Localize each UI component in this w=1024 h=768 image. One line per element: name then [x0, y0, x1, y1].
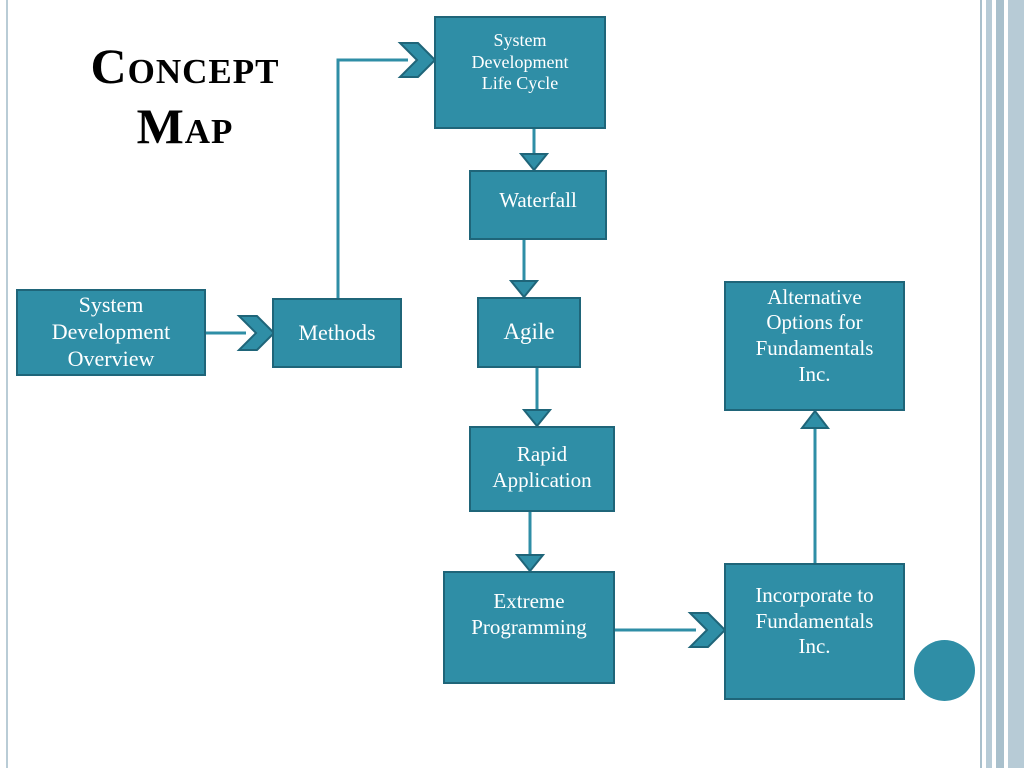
node-methods-label: Methods	[298, 319, 376, 345]
title-line-1: Concept	[90, 38, 280, 94]
arrowhead-rapid	[521, 409, 553, 428]
node-waterfall-label: Waterfall	[499, 188, 577, 213]
page-title: Concept Map	[40, 36, 330, 156]
node-sdlc: System Development Life Cycle	[434, 16, 606, 129]
node-methods: Methods	[272, 298, 402, 368]
node-incorporate: Incorporate to Fundamentals Inc.	[724, 563, 905, 700]
connector-methods-sdlc	[336, 58, 408, 298]
right-border-stripes	[978, 0, 1024, 768]
node-overview-label: System Development Overview	[51, 292, 171, 371]
arrowhead-extreme	[514, 554, 546, 573]
title-line-2: Map	[136, 98, 234, 154]
node-sdlc-label: System Development Life Cycle	[471, 29, 569, 94]
node-agile-label: Agile	[503, 319, 555, 345]
node-alternative: Alternative Options for Fundamentals Inc…	[724, 281, 905, 411]
node-rapid-label: Rapid Application	[492, 442, 592, 492]
node-rapid: Rapid Application	[469, 426, 615, 512]
left-border-stripe	[0, 0, 12, 768]
node-alternative-label: Alternative Options for Fundamentals Inc…	[755, 284, 874, 386]
node-overview: System Development Overview	[16, 289, 206, 376]
node-extreme: Extreme Programming	[443, 571, 615, 684]
node-extreme-label: Extreme Programming	[471, 588, 587, 639]
arrowhead-sdlc	[397, 42, 437, 78]
arrowhead-waterfall	[518, 153, 550, 172]
node-agile: Agile	[477, 297, 581, 368]
arrowhead-alternative	[799, 409, 831, 429]
arrowhead-methods	[236, 315, 276, 351]
node-waterfall: Waterfall	[469, 170, 607, 240]
decorative-circle	[914, 640, 975, 701]
node-incorporate-label: Incorporate to Fundamentals Inc.	[755, 583, 874, 659]
arrowhead-agile	[508, 280, 540, 299]
arrowhead-incorporate	[687, 612, 727, 648]
